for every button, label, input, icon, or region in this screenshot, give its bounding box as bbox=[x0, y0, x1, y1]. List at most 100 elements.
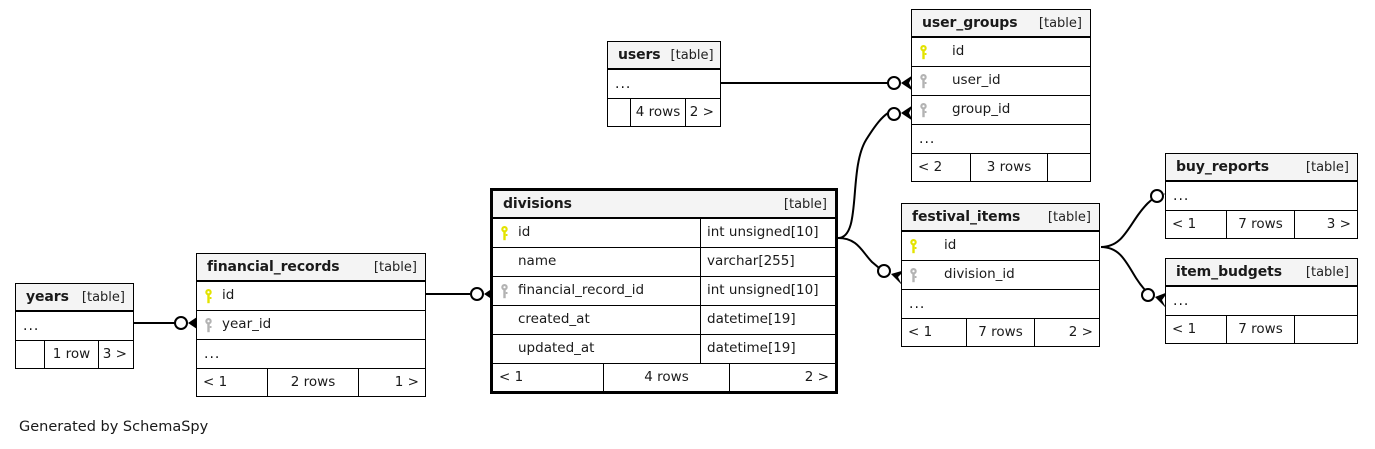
table-node-users[interactable]: users [table] ... 4 rows 2 > bbox=[607, 41, 721, 127]
footer-prev-count[interactable]: < 1 bbox=[908, 323, 933, 340]
table-header-users: users [table] bbox=[608, 42, 720, 70]
table-title: financial_records bbox=[207, 259, 340, 275]
column-type: int unsigned[10] bbox=[700, 277, 835, 305]
table-header-years: years [table] bbox=[16, 284, 133, 312]
footer-prev-count[interactable]: < 1 bbox=[203, 373, 228, 390]
table-row-column[interactable]: id bbox=[902, 232, 1099, 261]
table-footer-user-groups: < 2 3 rows bbox=[912, 154, 1090, 181]
column-name-cell: division_id bbox=[902, 267, 1099, 283]
footer-prev-count[interactable] bbox=[608, 99, 630, 126]
table-row-column[interactable]: name varchar[255] bbox=[493, 248, 835, 277]
table-row-column[interactable]: division_id bbox=[902, 261, 1099, 290]
footer-row-count: 4 rows bbox=[630, 99, 686, 126]
footer-row-count: 7 rows bbox=[966, 319, 1035, 346]
table-node-item-budgets[interactable]: item_budgets [table] ... < 1 7 rows bbox=[1165, 258, 1358, 344]
footer-next-count[interactable]: 3 > bbox=[1326, 215, 1351, 232]
table-node-user-groups[interactable]: user_groups [table] id user_id bbox=[911, 9, 1091, 182]
table-footer-item-budgets: < 1 7 rows bbox=[1166, 316, 1357, 343]
table-row-more: ... bbox=[1166, 182, 1357, 211]
footer-row-count: 1 row bbox=[44, 341, 99, 368]
column-label: id bbox=[222, 288, 235, 304]
no-key-icon bbox=[500, 313, 509, 328]
footer-prev-count[interactable] bbox=[16, 341, 44, 368]
footer-prev-count[interactable]: < 1 bbox=[1172, 320, 1197, 337]
column-type: int unsigned[10] bbox=[700, 219, 835, 247]
table-row-more: ... bbox=[16, 312, 133, 341]
optional-marker bbox=[877, 264, 891, 278]
column-name-cell: name bbox=[493, 255, 700, 270]
table-footer-festival-items: < 1 7 rows 2 > bbox=[902, 319, 1099, 346]
footer-next-count[interactable] bbox=[1048, 154, 1090, 181]
table-row-column[interactable]: user_id bbox=[912, 67, 1090, 96]
foreign-key-icon bbox=[500, 283, 509, 299]
foreign-key-icon bbox=[204, 317, 213, 333]
primary-key-icon bbox=[909, 238, 918, 254]
table-node-divisions[interactable]: divisions [table] id int unsigned[10] na… bbox=[490, 188, 838, 394]
table-node-years[interactable]: years [table] ... 1 row 3 > bbox=[15, 283, 134, 369]
column-label: user_id bbox=[952, 73, 1001, 89]
edge-divisions-to-festival-items bbox=[837, 237, 889, 276]
primary-key-icon bbox=[500, 225, 509, 241]
column-name-cell: group_id bbox=[912, 102, 1090, 118]
column-label: created_at bbox=[518, 312, 590, 328]
footer-row-count: 7 rows bbox=[1226, 211, 1295, 238]
optional-marker bbox=[1141, 288, 1155, 302]
column-name-cell: id bbox=[493, 225, 700, 241]
table-row-more: ... bbox=[902, 290, 1099, 319]
table-row-column[interactable]: financial_record_id int unsigned[10] bbox=[493, 277, 835, 306]
column-name-cell: id bbox=[902, 238, 1099, 254]
table-row-column[interactable]: group_id bbox=[912, 96, 1090, 125]
table-title: festival_items bbox=[912, 209, 1021, 225]
footer-next-count[interactable]: 1 > bbox=[394, 373, 419, 390]
table-header-user-groups: user_groups [table] bbox=[912, 10, 1090, 38]
table-row-more: ... bbox=[197, 340, 425, 369]
table-row-column[interactable]: year_id bbox=[197, 311, 425, 340]
table-type-tag: [table] bbox=[1305, 264, 1349, 280]
table-row-column[interactable]: created_at datetime[19] bbox=[493, 306, 835, 335]
foreign-key-icon bbox=[919, 102, 928, 118]
no-key-icon bbox=[500, 255, 509, 270]
table-header-financial-records: financial_records [table] bbox=[197, 254, 425, 282]
primary-key-icon bbox=[204, 288, 213, 304]
footer-prev-count[interactable]: < 2 bbox=[918, 158, 943, 175]
column-type: varchar[255] bbox=[700, 248, 835, 276]
footer-next-count[interactable]: 2 > bbox=[689, 103, 714, 120]
column-name-cell: year_id bbox=[197, 317, 425, 333]
column-label: group_id bbox=[952, 102, 1011, 118]
footer-next-count[interactable]: 3 > bbox=[102, 345, 127, 362]
optional-marker bbox=[887, 76, 901, 90]
table-footer-divisions: < 1 4 rows 2 > bbox=[493, 364, 835, 391]
footer-next-count[interactable]: 2 > bbox=[1068, 323, 1093, 340]
table-row-column[interactable]: updated_at datetime[19] bbox=[493, 335, 835, 364]
footer-next-count[interactable] bbox=[1295, 316, 1357, 343]
table-type-tag: [table] bbox=[670, 47, 714, 63]
table-node-financial-records[interactable]: financial_records [table] id year_id ...… bbox=[196, 253, 426, 397]
footer-row-count: 4 rows bbox=[603, 364, 730, 391]
column-label: name bbox=[518, 254, 557, 270]
optional-marker bbox=[174, 316, 188, 330]
column-name-cell: id bbox=[912, 44, 1090, 60]
column-label: year_id bbox=[222, 317, 272, 333]
table-row-column[interactable]: id bbox=[912, 38, 1090, 67]
primary-key-icon bbox=[919, 44, 928, 60]
column-label: updated_at bbox=[518, 341, 595, 357]
footer-prev-count[interactable]: < 1 bbox=[499, 368, 524, 385]
column-label: financial_record_id bbox=[518, 283, 645, 299]
column-label: id bbox=[944, 238, 957, 254]
table-row-column[interactable]: id bbox=[197, 282, 425, 311]
foreign-key-icon bbox=[909, 267, 918, 283]
table-title: users bbox=[618, 47, 661, 63]
footer-next-count[interactable]: 2 > bbox=[804, 368, 829, 385]
edge-festival-items-to-item-budgets bbox=[1100, 246, 1151, 296]
table-node-buy-reports[interactable]: buy_reports [table] ... < 1 7 rows 3 > bbox=[1165, 153, 1358, 239]
table-footer-years: 1 row 3 > bbox=[16, 341, 133, 368]
table-row-column[interactable]: id int unsigned[10] bbox=[493, 219, 835, 248]
column-name-cell: financial_record_id bbox=[493, 283, 700, 299]
optional-marker bbox=[1150, 189, 1164, 203]
table-node-festival-items[interactable]: festival_items [table] id division_id ..… bbox=[901, 203, 1100, 347]
column-label: id bbox=[518, 225, 531, 241]
footer-prev-count[interactable]: < 1 bbox=[1172, 215, 1197, 232]
column-name-cell: id bbox=[197, 288, 425, 304]
table-header-buy-reports: buy_reports [table] bbox=[1166, 154, 1357, 182]
